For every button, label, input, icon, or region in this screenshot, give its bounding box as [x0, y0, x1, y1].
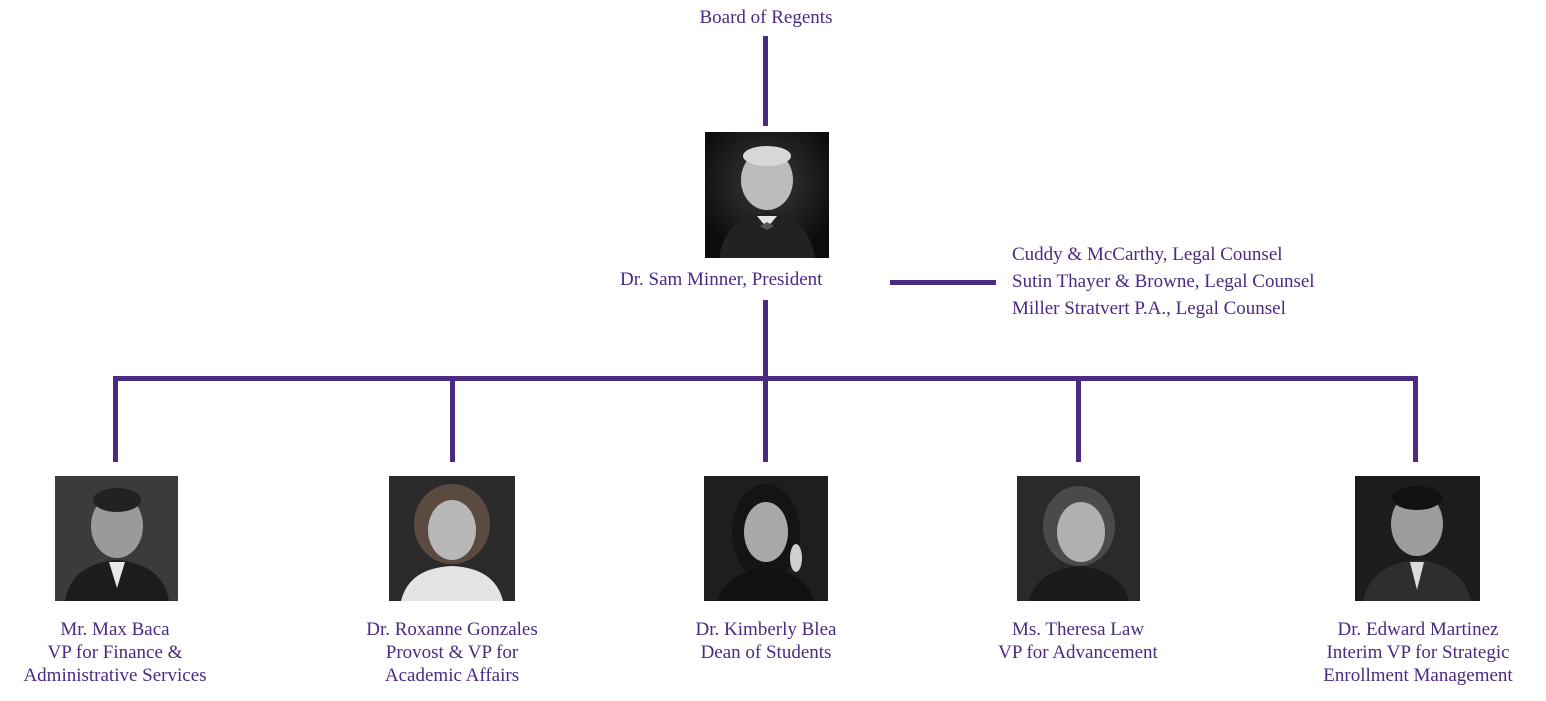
report-title: Interim VP for Strategic — [1326, 642, 1510, 663]
report-portrait-3 — [704, 476, 828, 601]
president-portrait — [705, 132, 829, 258]
report-title: Enrollment Management — [1323, 665, 1513, 686]
report-title: VP for Advancement — [998, 642, 1158, 663]
report-name: Dr. Kimberly Blea — [695, 619, 837, 640]
report-label-4: Ms. Theresa Law VP for Advancement — [958, 618, 1198, 664]
report-label-5: Dr. Edward Martinez Interim VP for Strat… — [1296, 618, 1540, 687]
report-name: Dr. Edward Martinez — [1337, 619, 1499, 640]
report-title: Academic Affairs — [384, 665, 520, 686]
portrait-photo-icon — [705, 132, 829, 258]
portrait-photo-icon — [1017, 476, 1140, 601]
counsel-item: Sutin Thayer & Browne, Legal Counsel — [1012, 271, 1315, 292]
drop-report-4 — [1076, 376, 1081, 462]
report-name: Ms. Theresa Law — [1011, 619, 1145, 640]
connector-president-branch — [763, 300, 768, 379]
drop-report-3 — [763, 376, 768, 462]
drop-report-5 — [1413, 376, 1418, 462]
drop-report-1 — [113, 376, 118, 462]
report-label-2: Dr. Roxanne Gonzales Provost & VP for Ac… — [332, 618, 572, 687]
portrait-photo-icon — [389, 476, 515, 601]
drop-report-2 — [450, 376, 455, 462]
connector-president-counsel — [890, 280, 996, 285]
report-title: Dean of Students — [700, 642, 832, 663]
report-portrait-2 — [389, 476, 515, 601]
report-portrait-1 — [55, 476, 178, 601]
portrait-photo-icon — [1355, 476, 1480, 601]
board-of-regents-label: Board of Regents — [699, 7, 833, 28]
counsel-item: Miller Stratvert P.A., Legal Counsel — [1012, 298, 1286, 319]
report-label-3: Dr. Kimberly Blea Dean of Students — [646, 618, 886, 664]
connector-board-president — [763, 36, 768, 126]
portrait-photo-icon — [55, 476, 178, 601]
report-title: VP for Finance & — [47, 642, 183, 663]
report-title: Administrative Services — [23, 665, 207, 686]
legal-counsel-list: Cuddy & McCarthy, Legal Counsel Sutin Th… — [1012, 241, 1315, 322]
report-title: Provost & VP for — [385, 642, 519, 663]
counsel-item: Cuddy & McCarthy, Legal Counsel — [1012, 244, 1283, 265]
report-portrait-4 — [1017, 476, 1140, 601]
report-name: Mr. Max Baca — [60, 619, 170, 640]
portrait-photo-icon — [704, 476, 828, 601]
president-label: Dr. Sam Minner, President — [620, 269, 823, 290]
report-name: Dr. Roxanne Gonzales — [366, 619, 538, 640]
report-label-1: Mr. Max Baca VP for Finance & Administra… — [0, 618, 235, 687]
report-portrait-5 — [1355, 476, 1480, 601]
